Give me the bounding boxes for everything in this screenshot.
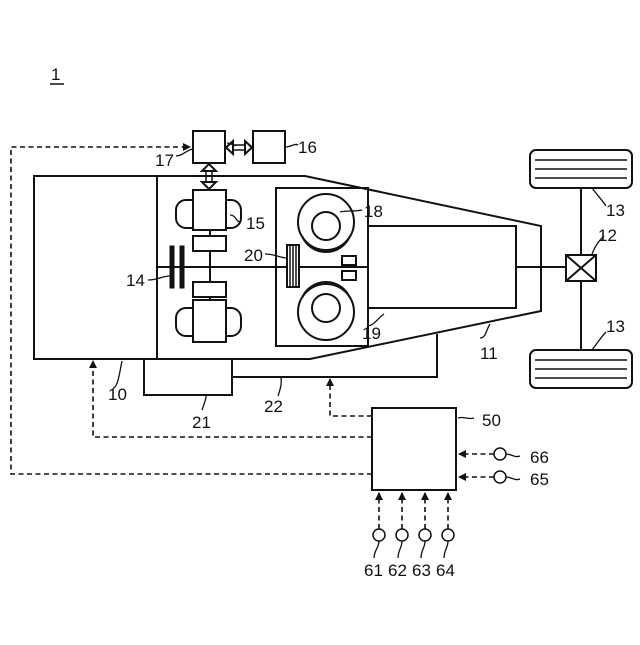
label-50: 50 [482,411,501,430]
label-13-lower: 13 [606,317,625,336]
label-13-upper: 13 [606,201,625,220]
oil-line [232,334,437,377]
wheel-lower [530,350,632,388]
label-11: 11 [480,344,498,363]
sensor-66 [459,448,506,460]
label-22: 22 [264,397,283,416]
label-16: 16 [298,138,317,157]
battery [253,131,285,163]
transmission [368,226,516,308]
label-15: 15 [246,214,265,233]
controller [372,408,456,490]
sensor-62 [396,493,408,541]
oil-pump [144,359,232,395]
control-line-oil [330,379,372,416]
sensor-63 [419,493,431,541]
sensor-64 [442,493,454,541]
label-62: 62 [388,561,407,580]
label-61: 61 [364,561,383,580]
inverter [193,131,225,163]
label-19: 19 [362,324,381,343]
label-20: 20 [244,246,263,265]
label-10: 10 [108,385,127,404]
figure-number: 1 [50,65,64,84]
sensor-65 [459,471,506,483]
differential [566,255,596,281]
svg-text:1: 1 [51,65,60,84]
label-66: 66 [530,448,549,467]
label-63: 63 [412,561,431,580]
label-14: 14 [126,271,145,290]
label-21: 21 [192,413,211,432]
label-18: 18 [364,202,383,221]
label-17: 17 [155,151,174,170]
engine-block [34,176,157,359]
label-12: 12 [598,226,617,245]
label-65: 65 [530,470,549,489]
wheel-upper [530,150,632,188]
clutch [287,245,299,287]
sensor-61 [373,493,385,541]
label-64: 64 [436,561,455,580]
